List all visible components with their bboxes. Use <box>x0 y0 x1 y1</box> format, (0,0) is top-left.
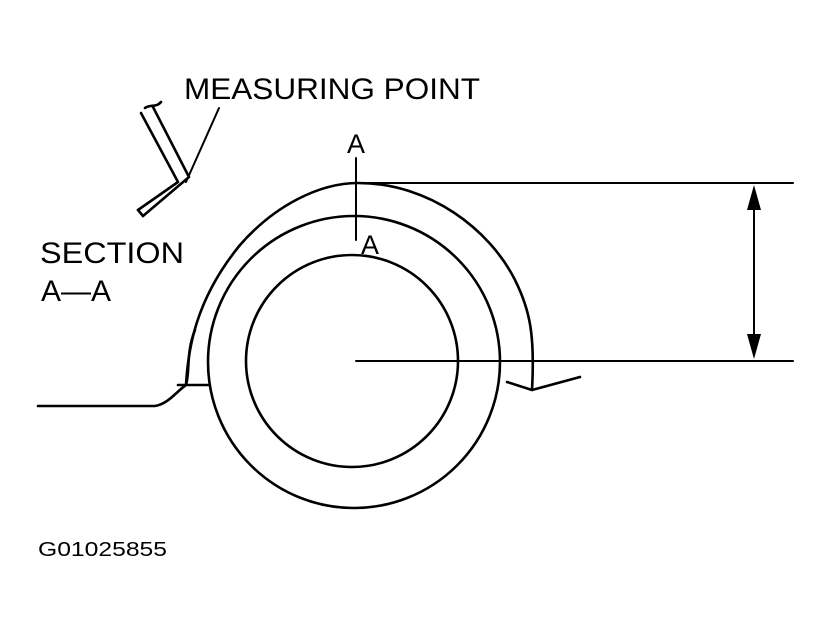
section-label-line-1: SECTION <box>40 237 184 270</box>
section-profile <box>136 100 191 218</box>
height-dimension-arrow <box>747 185 761 359</box>
section-label-line-2: A—A <box>41 275 111 308</box>
measuring-point-leader <box>185 107 220 183</box>
cut-marker-top-label: A <box>347 129 365 159</box>
fender-lip <box>505 375 582 392</box>
figure-id-label: G01025855 <box>38 539 167 561</box>
body-panel-line <box>36 328 197 408</box>
cut-marker-bottom-label: A <box>361 230 379 260</box>
measuring-point-label: MEASURING POINT <box>184 73 480 106</box>
fender-arch-outer <box>184 181 535 392</box>
